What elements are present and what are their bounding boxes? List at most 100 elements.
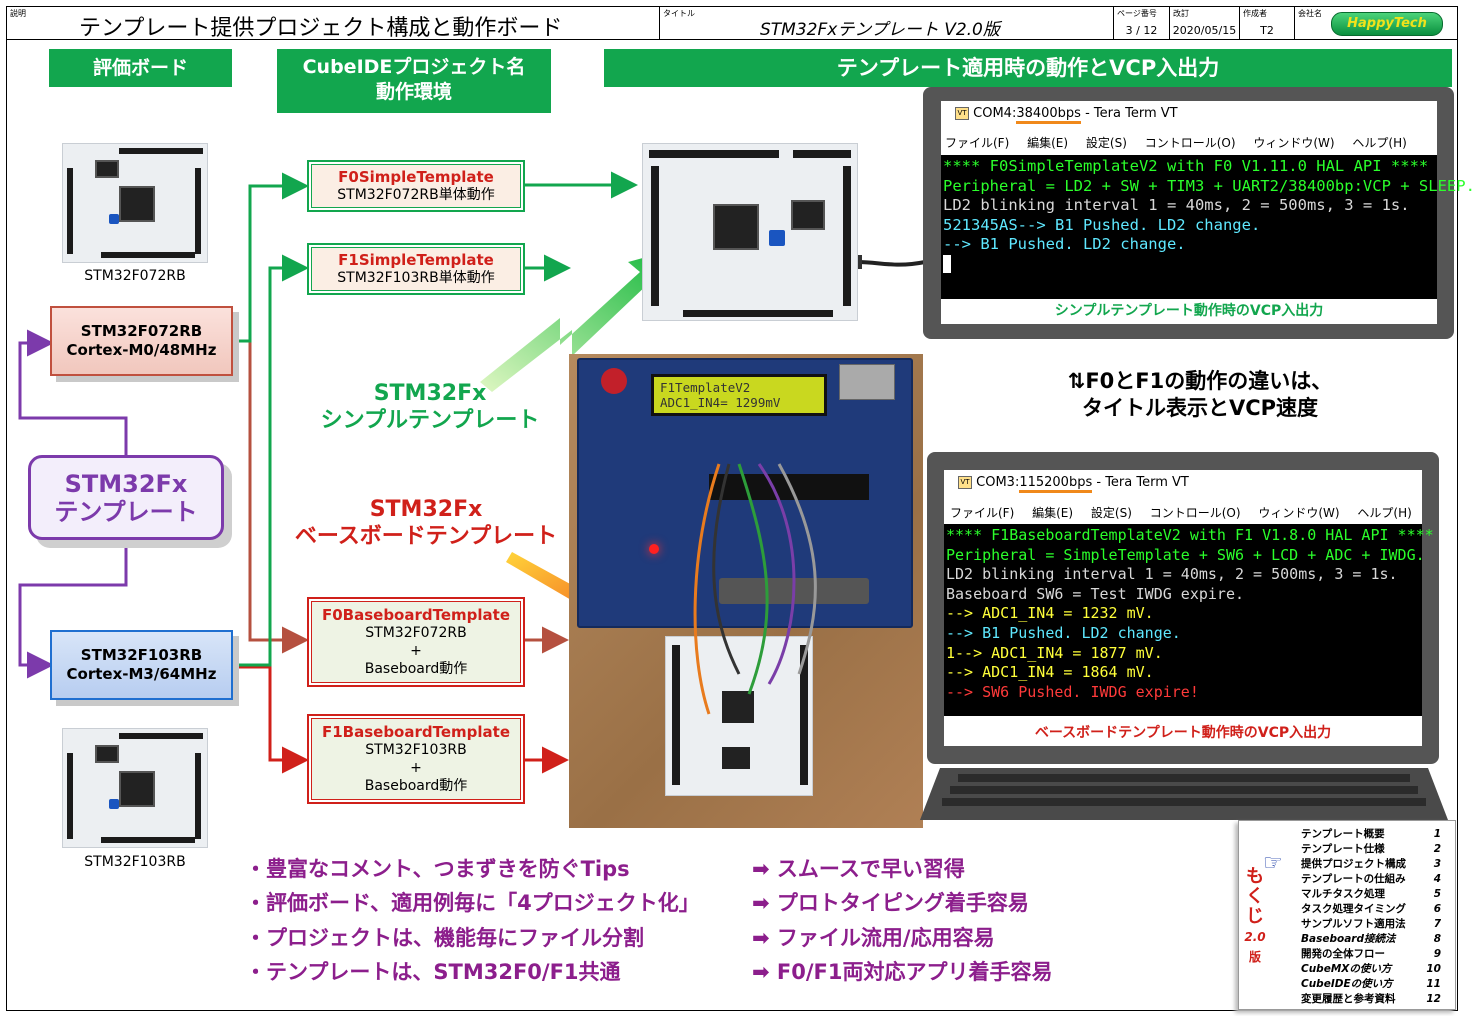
connector-f0-to-f0simple xyxy=(234,172,309,343)
connector-f1-to-f1baseboard xyxy=(234,665,309,774)
bullet-left: ・プロジェクトは、機能毎にファイル分割 xyxy=(245,926,644,950)
project-f0baseboard: F0BaseboardTemplate STM32F072RB + Basebo… xyxy=(307,597,525,687)
terminal-line: LD2 blinking interval 1 = 40ms, 2 = 500m… xyxy=(943,196,1410,215)
menu-settings[interactable]: 設定(S) xyxy=(1090,506,1132,520)
bullet-right: ➡ ファイル流用/応用容易 xyxy=(752,926,995,950)
terminal-line: --> ADC1_IN4 = 1864 mV. xyxy=(946,663,1154,682)
bullet-right: ➡ F0/F1両対応アプリ着手容易 xyxy=(752,960,1053,984)
menu-window[interactable]: ウィンドウ(W) xyxy=(1258,506,1340,520)
header-subtitle-caption: タイトル xyxy=(663,9,695,18)
company-logo: HappyTech xyxy=(1331,12,1443,36)
terminal-1-menu: ファイル(F) 編集(E) 設定(S) コントロール(O) ウィンドウ(W) ヘ… xyxy=(945,134,1421,151)
menu-edit[interactable]: 編集(E) xyxy=(1027,136,1069,150)
terminal-line: Peripheral = LD2 + SW + TIM3 + UART2/384… xyxy=(943,176,1475,195)
terminal-window-2: VT COM3:115200bps - Tera Term VT ファイル(F)… xyxy=(944,470,1434,746)
menu-file[interactable]: ファイル(F) xyxy=(945,136,1010,150)
menu-settings[interactable]: 設定(S) xyxy=(1085,136,1127,150)
menu-help[interactable]: ヘルプ(H) xyxy=(1357,506,1412,520)
terminal-2-title-pre: COM3: xyxy=(976,475,1020,490)
connector-f1-to-f1simple xyxy=(234,254,309,667)
terminal-line: --> B1 Pushed. LD2 change. xyxy=(943,235,1186,254)
laptop-keyboard xyxy=(920,768,1448,820)
bullet-left: ・豊富なコメント、つまずきを防ぐTips xyxy=(245,857,630,881)
header-company-cell: 会社名 HappyTech xyxy=(1294,6,1458,40)
terminal-line: LD2 blinking interval 1 = 40ms, 2 = 500m… xyxy=(946,565,1398,584)
bullet-right: ➡ スムースで早い習得 xyxy=(752,857,965,881)
terminal-cursor xyxy=(943,254,1437,275)
menu-edit[interactable]: 編集(E) xyxy=(1032,506,1074,520)
header-desc-cell: 説明 テンプレート提供プロジェクト構成と動作ボード xyxy=(6,6,660,41)
column-header-boards: 評価ボード xyxy=(49,49,232,87)
menu-control[interactable]: コントロール(O) xyxy=(1149,506,1241,520)
header-desc-caption: 説明 xyxy=(10,9,26,18)
lcd-line-2: ADC1_IN4= 1299mV xyxy=(660,395,781,410)
breadboard-header xyxy=(709,474,869,500)
nucleo-board-f103-image xyxy=(62,728,208,848)
author: T2 xyxy=(1260,24,1274,37)
terminal-2-output: **** F1BaseboardTemplateV2 with F1 V1.8.… xyxy=(944,524,1434,716)
nucleo-board-f072-image xyxy=(62,143,208,263)
terminal-2-caption: ベースボードテンプレート動作時のVCP入出力 xyxy=(1034,725,1332,741)
bullet-right: ➡ プロトタイピング着手容易 xyxy=(752,891,1029,915)
terminal-line: 521345AS--> B1 Pushed. LD2 change. xyxy=(943,215,1261,234)
connector-template-to-f0 xyxy=(18,329,128,455)
terminal-2-menu: ファイル(F) 編集(E) 設定(S) コントロール(O) ウィンドウ(W) ヘ… xyxy=(950,504,1426,521)
jumper-wires xyxy=(693,463,817,715)
lcd-line-1: F1TemplateV2 xyxy=(660,380,751,395)
terminal-2-title-post: - Tera Term VT xyxy=(1092,475,1189,490)
terminal-2-titlebar: VT COM3:115200bps - Tera Term VT xyxy=(958,475,1189,493)
terminal-icon: VT xyxy=(958,476,972,489)
project-f1baseboard: F1BaseboardTemplate STM32F103RB + Basebo… xyxy=(307,714,525,804)
terminal-1-title-post: - Tera Term VT xyxy=(1080,106,1178,121)
terminal-line: --> ADC1_IN4 = 1232 mV. xyxy=(946,604,1154,623)
menu-window[interactable]: ウィンドウ(W) xyxy=(1253,136,1335,150)
toc-version: 2.0 xyxy=(1244,930,1266,944)
terminal-line: **** F0SimpleTemplateV2 with F0 V1.11.0 … xyxy=(943,157,1429,175)
terminal-1-speed: 38400bps xyxy=(1016,106,1081,124)
led-red-icon xyxy=(649,544,659,554)
page-frame xyxy=(6,39,1458,1011)
page-number: 3 / 12 xyxy=(1125,24,1158,37)
red-knob-icon xyxy=(601,368,627,394)
terminal-2-speed: 115200bps xyxy=(1019,475,1093,493)
menu-control[interactable]: コントロール(O) xyxy=(1144,136,1236,150)
usb-cable xyxy=(857,260,926,267)
toc-label: もくじ 2.0 版 xyxy=(1243,867,1267,967)
toc-version-suffix: 版 xyxy=(1248,950,1261,964)
pointer-hand-icon: ☞ xyxy=(1263,851,1283,876)
column-header-behavior: テンプレート適用時の動作とVCP入出力 xyxy=(604,49,1452,87)
bullet-left: ・評価ボード、適用例毎に「4プロジェクト化」 xyxy=(245,891,700,915)
terminal-line: --> B1 Pushed. LD2 change. xyxy=(946,623,1181,642)
revision-date: 2020/05/15 xyxy=(1172,24,1237,37)
column-header-ide: CubeIDEプロジェクト名動作環境 xyxy=(277,49,551,113)
zigzag-arrow-simple xyxy=(480,250,672,392)
terminal-line: Peripheral = SimpleTemplate + SW6 + LCD … xyxy=(946,545,1425,564)
diff-note: ⇅F0とF1の動作の違いは、タイトル表示とVCP速度 xyxy=(1067,369,1333,420)
terminal-line: Baseboard SW6 = Test IWDG expire. xyxy=(946,584,1245,603)
page-title: テンプレート提供プロジェクト構成と動作ボード xyxy=(79,16,563,41)
baseboard-photo: F1TemplateV2 ADC1_IN4= 1299mV xyxy=(569,354,923,828)
header-rev-caption: 改訂 xyxy=(1173,9,1189,18)
menu-help[interactable]: ヘルプ(H) xyxy=(1352,136,1407,150)
terminal-1-titlebar: VT COM4:38400bps - Tera Term VT xyxy=(955,106,1178,124)
menu-file[interactable]: ファイル(F) xyxy=(950,506,1015,520)
document-subtitle: STM32Fxテンプレート V2.0版 xyxy=(760,20,1000,40)
